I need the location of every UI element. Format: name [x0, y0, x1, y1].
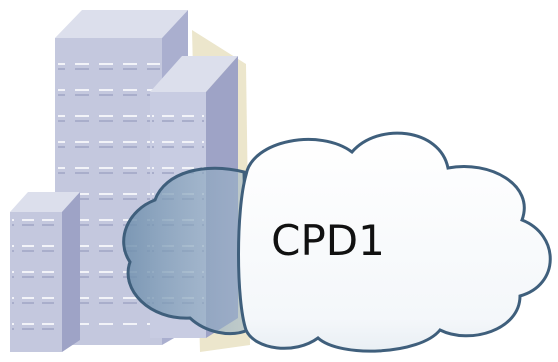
left-block-top [10, 192, 80, 212]
tower-top [55, 10, 188, 38]
right-block-top [150, 56, 238, 92]
left-block-windows [12, 215, 60, 340]
cloud-label: CPD1 [271, 216, 385, 265]
left-block-side [62, 192, 80, 352]
cloud-body [237, 131, 552, 353]
cloud-glass-edge [122, 166, 250, 336]
cloud-icon: CPD1 [122, 131, 552, 353]
